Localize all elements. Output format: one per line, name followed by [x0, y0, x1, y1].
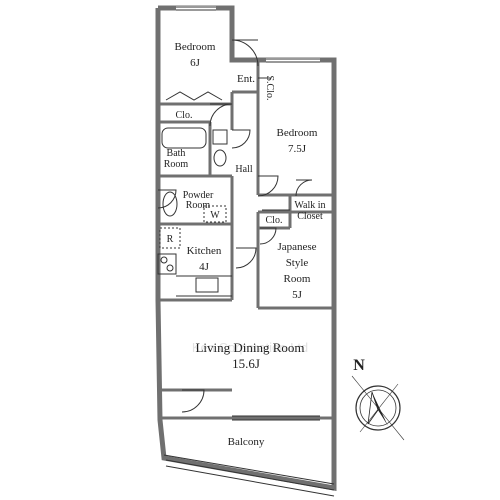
stove-icon	[157, 253, 177, 275]
bedroom2-size: 7.5J	[288, 143, 307, 155]
living-size: 15.6J	[232, 356, 260, 371]
fixtures	[157, 77, 290, 297]
bedroom2-label: Bedroom	[277, 127, 318, 139]
kitchen-size: 4J	[199, 261, 210, 273]
refrigerator-icon	[159, 227, 181, 249]
bath-label-line2: Room	[164, 159, 189, 170]
outer-walls	[155, 5, 337, 491]
walkin-label-line2: Closet	[297, 211, 323, 222]
japanese-size: 5J	[292, 289, 303, 301]
hall-label: Hall	[235, 164, 252, 175]
bedroom1-size: 6J	[190, 57, 201, 69]
room-labels: Bedroom 6J Clo. Ent. S.Clo. Bedroom 7.5J…	[164, 41, 326, 448]
japanese-label-line3: Room	[284, 273, 311, 285]
burner-icon	[166, 264, 174, 272]
north-label: N	[353, 357, 365, 374]
burner-icon	[160, 256, 168, 264]
toilet-icon	[213, 149, 227, 167]
north-compass-icon: N	[351, 357, 405, 441]
bath-label-line1: Bath	[167, 148, 186, 159]
kitchen-sink-icon	[195, 277, 219, 293]
windows	[163, 6, 335, 497]
bedroom1-label: Bedroom	[175, 41, 216, 53]
kitchen-label: Kitchen	[187, 245, 222, 257]
powder-label-line1: Powder	[183, 190, 214, 201]
entrance-label: Ent.	[237, 73, 255, 85]
sink-icon	[212, 129, 228, 145]
doors	[157, 39, 313, 413]
closet1-label: Clo.	[176, 110, 193, 121]
japanese-label-line2: Style	[286, 257, 309, 269]
basin-icon	[162, 191, 178, 217]
shoe-closet-label: S.Clo.	[264, 75, 275, 100]
washer-label: W	[210, 210, 220, 221]
balcony-label: Balcony	[228, 436, 265, 448]
watermark: Ken Corporation Ltd	[192, 340, 308, 355]
closet2-label: Clo.	[266, 215, 283, 226]
powder-label-line2: Room	[186, 200, 211, 211]
living-label: Living Dining Room	[195, 340, 304, 355]
japanese-label-line1: Japanese	[277, 241, 316, 253]
closet-door-icon	[165, 91, 223, 101]
walkin-label-line1: Walk in	[294, 200, 325, 211]
bathtub-icon	[161, 127, 207, 149]
washer-icon	[203, 205, 227, 223]
refrigerator-label: R	[167, 234, 174, 245]
